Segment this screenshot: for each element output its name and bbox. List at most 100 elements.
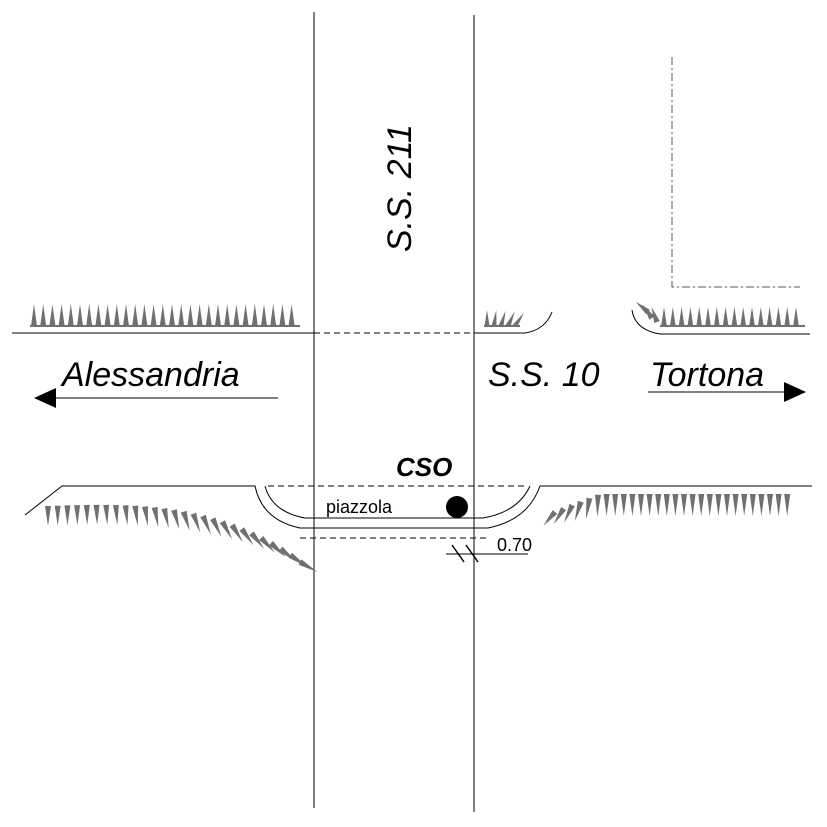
embankment-tick (45, 506, 51, 526)
embankment-tick (112, 504, 119, 525)
embankment-tick (219, 520, 233, 540)
embankment-tick (159, 304, 166, 326)
embankment-tick (132, 505, 139, 526)
embankment-tick (669, 307, 676, 327)
embankment-tick (171, 509, 180, 530)
embankment-tick (564, 503, 575, 523)
embankment-tick (512, 312, 524, 328)
embankment-tick (775, 307, 782, 327)
embankment-tick (215, 304, 221, 326)
label-dimension: 0.70 (497, 535, 532, 555)
embankment-tick (689, 494, 696, 516)
embankment-tick (123, 304, 129, 326)
embankment-tick (77, 304, 83, 326)
embankment-tick (242, 304, 249, 326)
embankment-tick (239, 527, 254, 546)
boundary-dashdot (671, 57, 800, 288)
embankment-tick (724, 494, 730, 516)
embankment-tick (732, 494, 739, 516)
embankment-tick (104, 304, 111, 326)
embankment-tick (498, 310, 506, 327)
embankment-tick (678, 307, 685, 327)
embankment-tick (132, 304, 139, 326)
embankment-tick (169, 304, 175, 326)
embankment-hatch-southeast (543, 494, 791, 526)
arrow-west-head-icon (34, 388, 56, 408)
embankment-tick (543, 510, 558, 526)
label-cso: CSO (396, 452, 452, 482)
embankment-tick (681, 494, 687, 516)
embankment-tick (259, 536, 275, 553)
embankment-tick (603, 494, 610, 516)
embankment-tick (767, 494, 773, 516)
embankment-tick (190, 512, 201, 533)
embankment-tick (233, 304, 240, 326)
embankment-tick (196, 304, 203, 326)
embankment-tick (229, 523, 243, 543)
embankment-tick (180, 510, 190, 531)
embankment-tick (141, 304, 148, 326)
embankment-tick (103, 504, 110, 525)
ss10-south-edge (24, 485, 812, 529)
embankment-tick (793, 307, 799, 327)
embankment-tick (251, 304, 258, 326)
embankment-tick (620, 494, 627, 516)
embankment-tick (749, 494, 756, 516)
embankment-tick (740, 307, 747, 327)
embankment-tick (224, 304, 231, 326)
embankment-tick (122, 505, 129, 526)
label-alessandria: Alessandria (60, 356, 240, 394)
embankment-tick (706, 494, 713, 516)
embankment-tick (784, 307, 791, 327)
embankment-tick (757, 307, 764, 327)
embankment-hatch-northwest (30, 304, 300, 327)
embankment-tick (713, 307, 720, 327)
embankment-tick (595, 494, 601, 517)
embankment-tick (187, 304, 194, 326)
embankment-tick (758, 494, 765, 516)
embankment-tick (86, 304, 93, 326)
embankment-tick (93, 504, 100, 525)
embankment-tick (298, 559, 318, 572)
embankment-tick (672, 494, 679, 516)
embankment-tick (58, 304, 65, 326)
embankment-tick (715, 494, 722, 516)
embankment-tick (178, 304, 185, 326)
arrow-east-head-icon (784, 382, 806, 402)
embankment-tick (705, 307, 711, 327)
embankment-hatch-north-center (484, 310, 524, 328)
embankment-tick (150, 304, 157, 326)
embankment-tick (638, 494, 644, 516)
embankment-tick (775, 494, 782, 516)
embankment-tick (49, 304, 56, 326)
embankment-tick (484, 310, 490, 326)
embankment-tick (142, 506, 148, 527)
embankment-tick (553, 507, 567, 525)
embankment-tick (151, 506, 159, 528)
embankment-tick (31, 304, 37, 326)
embankment-tick (205, 304, 212, 326)
embankment-tick (784, 494, 791, 516)
embankment-tick (612, 494, 619, 516)
label-piazzola: piazzola (326, 497, 393, 517)
embankment-tick (200, 514, 211, 535)
embankment-tick (741, 494, 748, 516)
embankment-tick (270, 304, 277, 326)
embankment-tick (40, 304, 47, 326)
label-ss10: S.S. 10 (488, 356, 600, 394)
embankment-tick (749, 307, 755, 327)
cso-station-dot (446, 496, 468, 518)
embankment-tick (261, 304, 267, 326)
embankment-tick (288, 304, 295, 326)
embankment-tick (249, 531, 265, 549)
embankment-tick (766, 307, 773, 327)
embankment-tick (661, 307, 667, 327)
embankment-tick (113, 304, 120, 326)
embankment-tick (268, 541, 286, 557)
ss10-north-edge-corner-left (474, 311, 553, 334)
embankment-tick (629, 494, 636, 516)
embankment-tick (642, 304, 655, 320)
embankment-tick (67, 304, 74, 326)
embankment-tick (698, 494, 705, 516)
embankment-tick (74, 505, 81, 526)
